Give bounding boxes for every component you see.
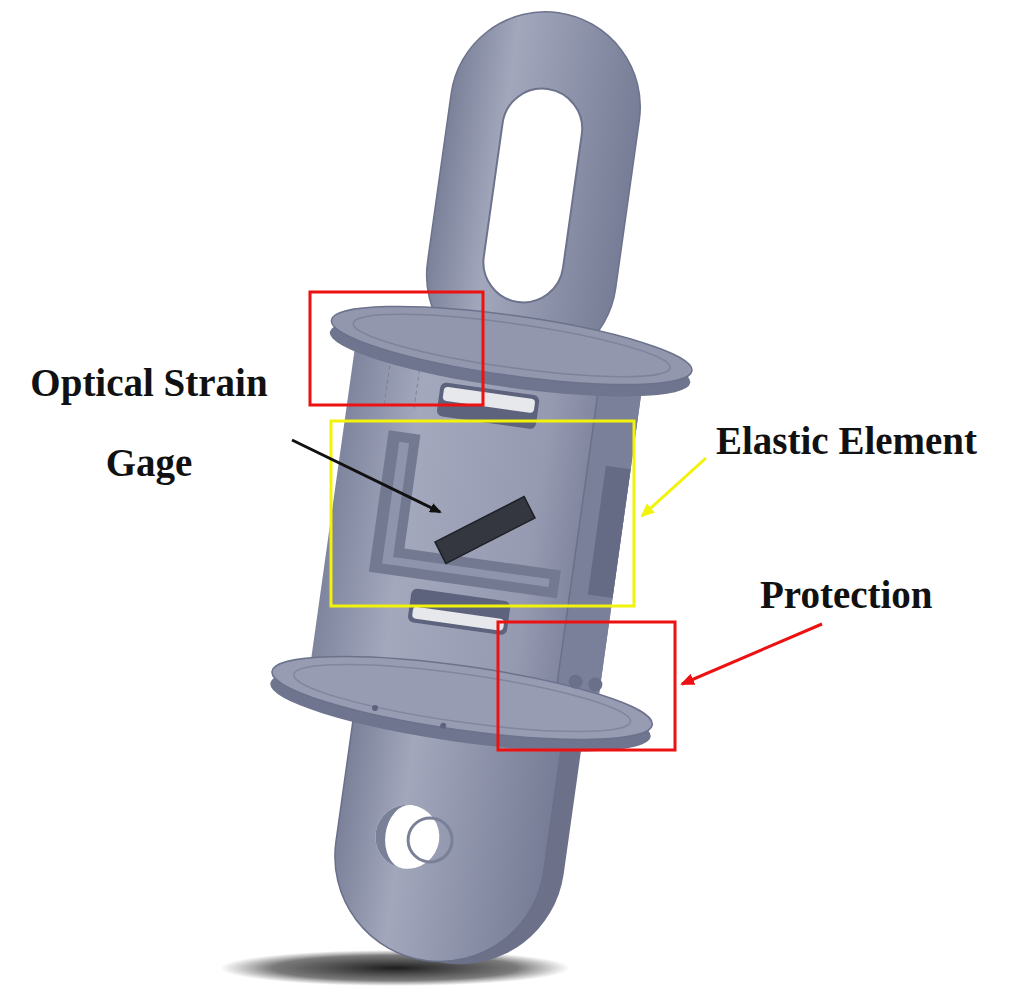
leader-arrow xyxy=(642,458,706,516)
protection-box xyxy=(310,292,483,405)
leader-arrow xyxy=(682,624,822,684)
leader-arrow xyxy=(292,440,440,512)
callout-label: Protection xyxy=(760,572,933,618)
ground-shadow xyxy=(220,950,570,986)
strain-gage xyxy=(435,497,535,564)
force-sensor xyxy=(235,0,748,987)
callout-label: Optical Strain Gage xyxy=(18,343,280,503)
callout-label: Elastic Element xyxy=(716,418,977,464)
elastic-element-box xyxy=(331,421,634,606)
protection-box xyxy=(498,622,675,750)
